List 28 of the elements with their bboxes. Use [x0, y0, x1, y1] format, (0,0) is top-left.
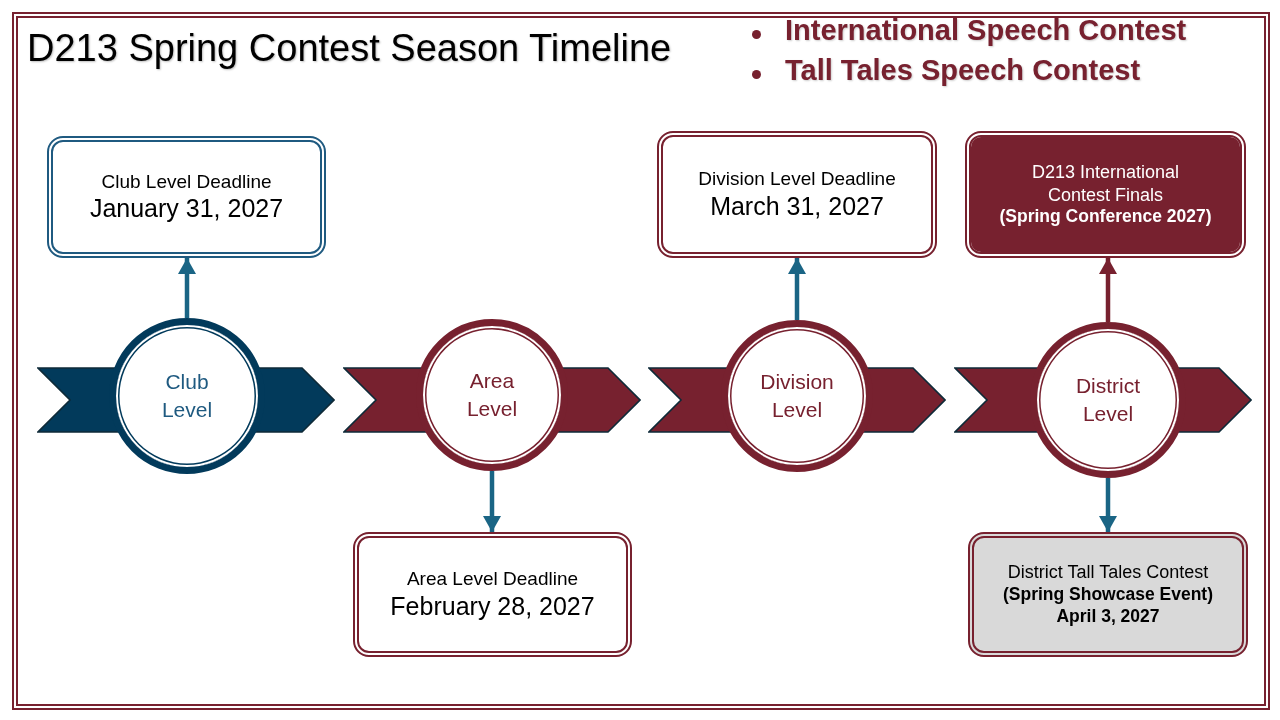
deadline-date: March 31, 2027: [710, 190, 884, 222]
deadline-date: January 31, 2027: [89, 193, 284, 225]
bullet-text: Tall Tales Speech Contest: [785, 54, 1141, 88]
arrow: [483, 471, 501, 532]
event-detail: (Spring Showcase Event): [1002, 583, 1213, 606]
bullet-text: International Speech Contest: [785, 14, 1187, 48]
event-detail: (Spring Conference 2027): [999, 206, 1212, 228]
stage-label: Area Level: [466, 367, 518, 422]
event-title: D213 International Contest Finals: [1030, 161, 1181, 207]
deadline-box: [657, 131, 937, 258]
event-box: [968, 532, 1248, 657]
arrow: [178, 258, 196, 318]
arrow: [1099, 478, 1117, 532]
stage-label: District Level: [1075, 372, 1141, 427]
deadline-label: Area Level Deadline: [406, 567, 579, 591]
arrow: [788, 258, 806, 320]
event-title: District Tall Tales Contest: [1007, 561, 1209, 584]
event-detail: April 3, 2027: [1056, 605, 1160, 628]
page-title: D213 Spring Contest Season Timeline: [27, 27, 672, 71]
deadline-label: Club Level Deadline: [101, 169, 272, 194]
arrow: [1099, 258, 1117, 322]
event-box: [965, 131, 1246, 258]
deadline-box: [353, 532, 632, 657]
deadline-box: [47, 136, 326, 258]
stage-label: Division Level: [760, 368, 834, 423]
stage-label: Club Level: [161, 368, 213, 423]
deadline-label: Division Level Deadline: [698, 167, 896, 191]
deadline-date: February 28, 2027: [390, 590, 595, 622]
